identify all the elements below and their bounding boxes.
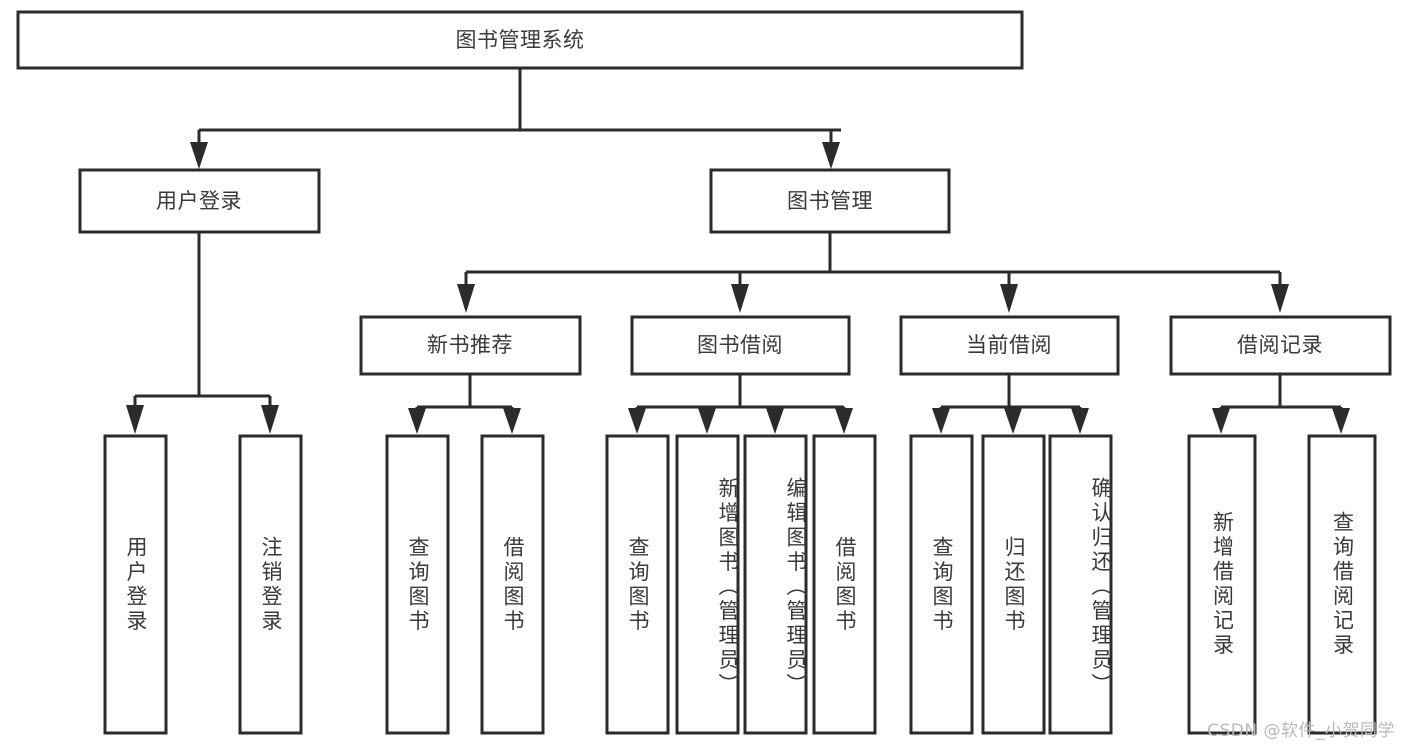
leaf-box-borrow-book-2 xyxy=(812,434,877,735)
node-new-book-recommend-label: 新书推荐 xyxy=(427,333,513,357)
connector-root-to-level2 xyxy=(190,68,841,169)
arrow-head-icon xyxy=(190,142,208,169)
arrow-head-icon xyxy=(628,408,646,434)
leaf-box-user-login xyxy=(103,434,168,735)
arrow-head-icon xyxy=(503,408,521,434)
connector-userlogin-to-leaves xyxy=(126,232,279,434)
leaf-box-query-borrow-record xyxy=(1307,434,1377,735)
leaf-box-add-borrow-record xyxy=(1187,434,1257,735)
node-borrow-records: 借阅记录 xyxy=(1169,315,1392,376)
connector-bookmgmt-to-level3 xyxy=(457,232,1289,313)
arrow-head-icon xyxy=(698,408,716,434)
leaf-box-borrow-book-1 xyxy=(480,434,545,735)
arrow-head-icon xyxy=(766,408,784,434)
node-borrow-records-label: 借阅记录 xyxy=(1237,333,1323,357)
node-current-borrow: 当前借阅 xyxy=(899,315,1120,376)
node-root-label: 图书管理系统 xyxy=(456,28,585,52)
connector-bookborrow-to-leaves xyxy=(628,374,853,434)
arrow-head-icon xyxy=(731,284,749,313)
leaf-box-query-book-1 xyxy=(385,434,450,735)
node-new-book-recommend-box xyxy=(359,315,582,376)
node-root-box xyxy=(16,10,1024,70)
arrow-head-icon xyxy=(822,142,840,169)
arrow-head-icon xyxy=(1071,408,1089,434)
leaf-box-add-book-admin xyxy=(675,434,740,735)
node-new-book-recommend: 新书推荐 xyxy=(359,315,582,376)
arrow-head-icon xyxy=(457,284,475,313)
arrow-head-icon xyxy=(1271,284,1289,313)
arrow-head-icon xyxy=(1332,408,1350,434)
leaf-box-confirm-return-admin xyxy=(1048,434,1113,735)
node-book-borrow-label: 图书借阅 xyxy=(697,333,783,357)
leaf-box-logout xyxy=(238,434,303,735)
arrow-head-icon xyxy=(1004,408,1022,434)
leaf-box-return-book xyxy=(981,434,1046,735)
leaf-box-query-book-3 xyxy=(909,434,974,735)
arrow-head-icon xyxy=(261,405,279,434)
node-user-login-box xyxy=(78,168,321,234)
node-root: 图书管理系统 xyxy=(16,10,1024,70)
node-book-management: 图书管理 xyxy=(709,168,951,234)
arrow-head-icon xyxy=(408,408,426,434)
watermark-text: CSDN @软件_小贺同学 xyxy=(1207,721,1395,741)
arrow-head-icon xyxy=(835,408,853,434)
leaf-box-edit-book-admin xyxy=(743,434,808,735)
node-user-login-label: 用户登录 xyxy=(156,189,242,213)
connector-newbook-to-leaves xyxy=(408,374,521,434)
arrow-head-icon xyxy=(932,408,950,434)
node-user-login: 用户登录 xyxy=(78,168,321,234)
arrow-head-icon xyxy=(1000,284,1018,313)
connector-borrowrecords-to-leaves xyxy=(1212,374,1350,434)
node-book-borrow: 图书借阅 xyxy=(630,315,851,376)
leaf-box-query-book-2 xyxy=(605,434,670,735)
node-book-management-label: 图书管理 xyxy=(787,189,873,213)
node-current-borrow-label: 当前借阅 xyxy=(966,333,1052,357)
node-current-borrow-box xyxy=(899,315,1120,376)
arrow-head-icon xyxy=(126,405,144,434)
connector-currentborrow-to-leaves xyxy=(932,374,1089,434)
arrow-head-icon xyxy=(1212,408,1230,434)
